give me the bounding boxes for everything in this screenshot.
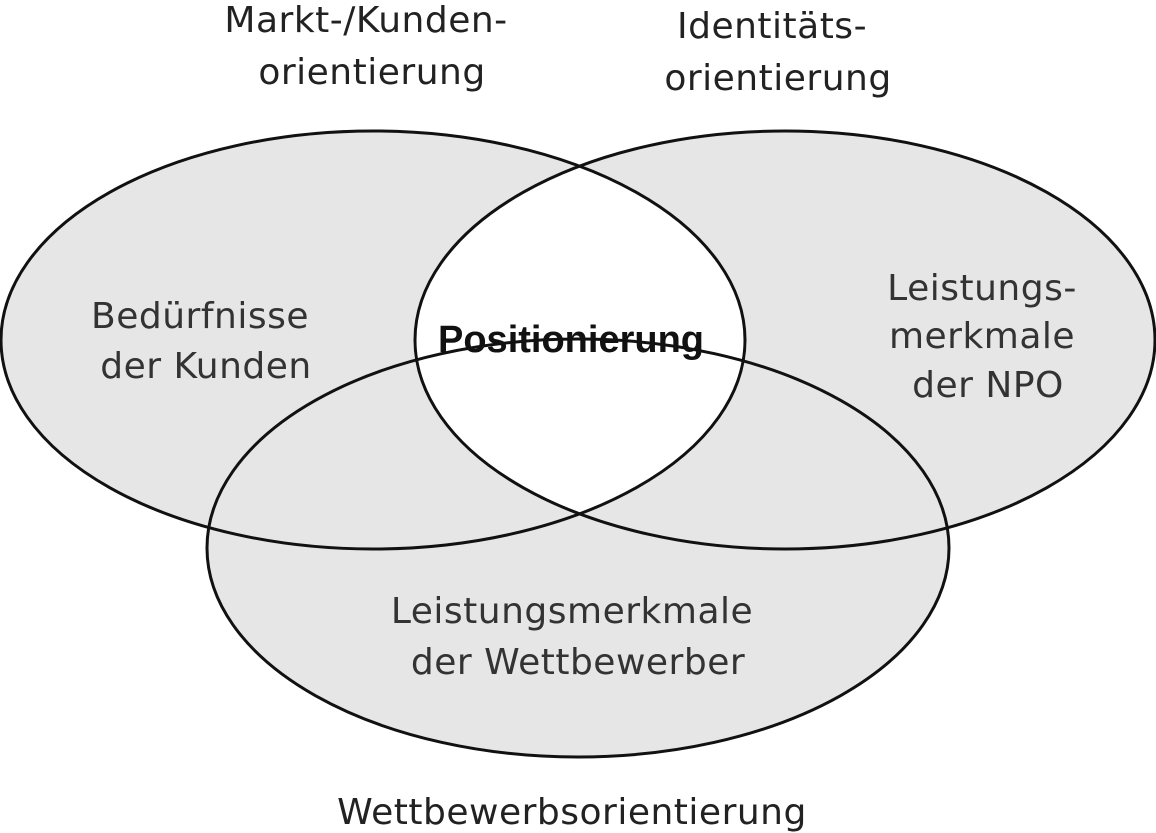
npo-features-label: Leistungs- merkmale der NPO <box>887 268 1089 406</box>
identity-orientation-label: Identitäts- orientierung <box>664 6 891 99</box>
competitor-features-circle <box>205 337 951 759</box>
positioning-intersection <box>415 131 745 549</box>
competitor-features-circle-fill <box>207 339 949 757</box>
positioning-label: Positionierung <box>438 319 704 361</box>
customer-needs-label: Bedürfnisse der Kunden <box>91 296 321 387</box>
customer-needs-circle <box>0 129 747 551</box>
market-customer-orientation-label: Markt-/Kunden- orientierung <box>224 0 519 93</box>
competition-orientation-label: Wettbewerbsorientierung <box>337 792 807 833</box>
competitor-features-label: Leistungsmerkmale der Wettbewerber <box>391 591 765 683</box>
npo-features-circle <box>413 129 1156 551</box>
